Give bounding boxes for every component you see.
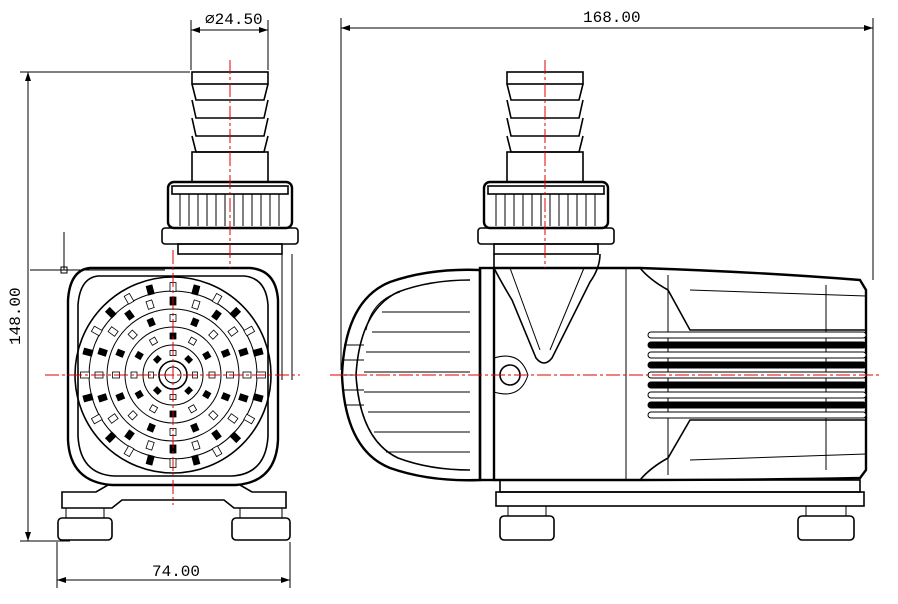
grille-slot bbox=[97, 347, 108, 357]
knurled-nut-side bbox=[477, 180, 615, 255]
grille-slot bbox=[202, 350, 212, 361]
grille-slot bbox=[252, 393, 264, 403]
grille-slot bbox=[184, 354, 194, 364]
front-base bbox=[57, 484, 291, 541]
grille-slot bbox=[115, 392, 126, 402]
grille-slot bbox=[123, 292, 135, 305]
grille-slot bbox=[97, 393, 108, 403]
volute-neck bbox=[493, 253, 601, 364]
motor-housing bbox=[478, 266, 868, 482]
grille-slot bbox=[148, 404, 159, 414]
grille-slot bbox=[184, 386, 194, 396]
grille-slot bbox=[115, 348, 126, 358]
grille-slot bbox=[104, 306, 117, 319]
grille-slot bbox=[187, 336, 198, 346]
foot-left bbox=[57, 517, 113, 541]
fin bbox=[647, 401, 867, 409]
arrow-icon bbox=[259, 27, 268, 33]
grille-slot bbox=[238, 347, 249, 357]
grille-slot bbox=[211, 309, 222, 321]
fin bbox=[647, 361, 867, 369]
grille-slot bbox=[208, 410, 219, 421]
fin bbox=[647, 341, 867, 349]
grille-slot bbox=[124, 309, 135, 321]
foot-side-right bbox=[797, 515, 855, 541]
grille-slot bbox=[191, 284, 201, 296]
grille-slot bbox=[191, 454, 201, 466]
dimension-overall-length: 168.00 bbox=[340, 9, 874, 370]
fin bbox=[647, 381, 867, 389]
arrow-icon bbox=[191, 27, 200, 33]
side-base bbox=[495, 479, 865, 541]
arrow-icon bbox=[864, 25, 873, 31]
outlet-diameter-label: ⌀24.50 bbox=[205, 11, 263, 29]
dimension-base-width: 74.00 bbox=[56, 542, 291, 588]
foot-side-left bbox=[499, 515, 555, 541]
arrow-icon bbox=[341, 25, 350, 31]
grille-slot bbox=[211, 292, 223, 305]
grille-slot bbox=[146, 317, 156, 328]
front-view bbox=[45, 60, 300, 541]
grille-slot bbox=[145, 454, 155, 466]
grille-slot bbox=[145, 440, 155, 451]
grille-slot bbox=[104, 431, 117, 444]
arrow-icon bbox=[281, 577, 290, 583]
grille-slot bbox=[229, 306, 242, 319]
grille-slot bbox=[191, 299, 201, 310]
fin bbox=[647, 391, 867, 399]
cooling-fins bbox=[647, 331, 867, 419]
grille-slot bbox=[227, 413, 239, 424]
grille-slot bbox=[127, 410, 138, 421]
grille-slot bbox=[82, 393, 94, 403]
grille-slot bbox=[252, 347, 264, 357]
grille-slot bbox=[211, 429, 222, 441]
overall-length-label: 168.00 bbox=[583, 9, 641, 27]
grille-slot bbox=[238, 393, 249, 403]
grille-slot bbox=[123, 445, 135, 458]
base-width-label: 74.00 bbox=[152, 563, 200, 581]
arrow-icon bbox=[25, 72, 31, 81]
grille-slot bbox=[220, 392, 231, 402]
side-view bbox=[330, 60, 880, 541]
grille-slot bbox=[148, 336, 159, 346]
dimension-outlet-diameter: ⌀24.50 bbox=[190, 11, 269, 70]
fin bbox=[647, 351, 867, 359]
leader-marker bbox=[30, 232, 165, 274]
grille-slot bbox=[243, 325, 256, 337]
pump-housing-front bbox=[66, 254, 293, 487]
fin bbox=[647, 411, 867, 419]
grille-slot bbox=[211, 445, 223, 458]
grille-slot bbox=[191, 440, 201, 451]
grille-slot bbox=[90, 413, 103, 425]
grille-slot bbox=[187, 404, 198, 414]
arrow-icon bbox=[57, 577, 66, 583]
grille-slot bbox=[107, 326, 119, 337]
grille-slot bbox=[145, 284, 155, 296]
grille-slot bbox=[146, 422, 156, 433]
dimension-overall-height: 148.00 bbox=[7, 71, 190, 542]
fin bbox=[647, 331, 867, 339]
grille-slot bbox=[107, 413, 119, 424]
grille-slot bbox=[152, 386, 162, 396]
grille-slot bbox=[90, 325, 103, 337]
grille-slot bbox=[202, 389, 212, 400]
grille-slot bbox=[134, 389, 144, 400]
grille-slot bbox=[124, 429, 135, 441]
arrow-icon bbox=[25, 532, 31, 541]
grille-slot bbox=[208, 329, 219, 340]
grille-slot bbox=[229, 431, 242, 444]
grille-slot bbox=[82, 347, 94, 357]
grille-slot bbox=[227, 326, 239, 337]
grille-slot bbox=[152, 354, 162, 364]
overall-height-label: 148.00 bbox=[7, 287, 25, 345]
grille-slot bbox=[134, 350, 144, 361]
grille-slot bbox=[190, 422, 200, 433]
grille-slot bbox=[243, 413, 256, 425]
grille-slot bbox=[220, 348, 231, 358]
grille-slot bbox=[127, 329, 138, 340]
grille-slot bbox=[145, 299, 155, 310]
foot-right bbox=[231, 517, 291, 541]
grille-slot bbox=[190, 317, 200, 328]
